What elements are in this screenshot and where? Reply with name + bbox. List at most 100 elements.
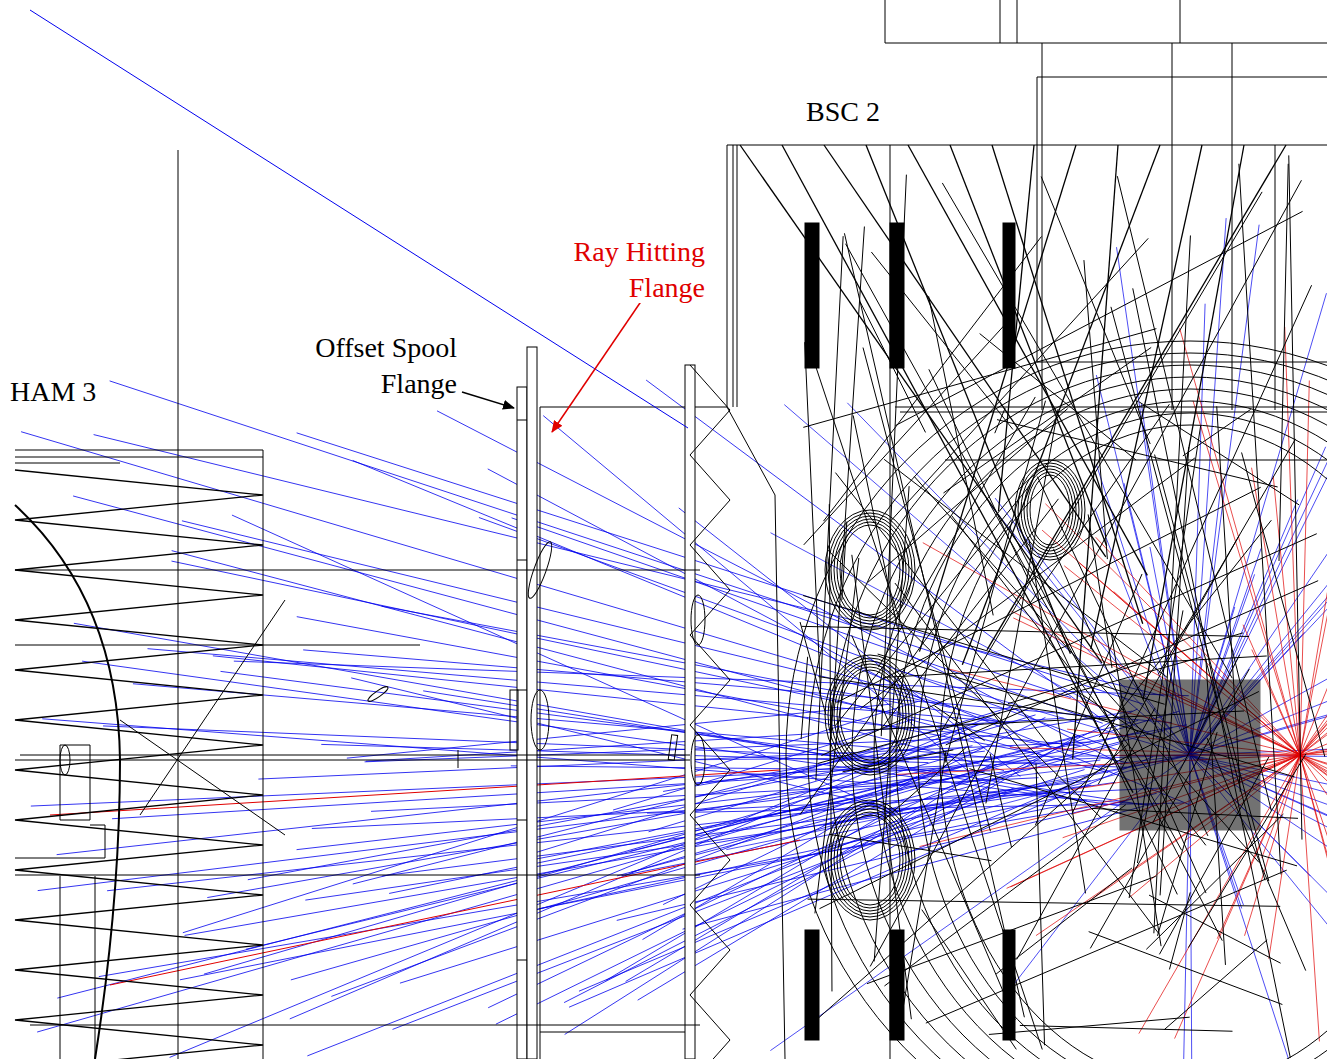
ray-line bbox=[782, 145, 1133, 793]
ray-line bbox=[1133, 288, 1291, 1057]
ray-line bbox=[800, 520, 1011, 815]
ray-line bbox=[908, 145, 1147, 575]
ray-line bbox=[1300, 368, 1327, 755]
ray-line bbox=[824, 145, 1106, 557]
ray-line bbox=[103, 726, 1127, 767]
ray-line bbox=[989, 1017, 1190, 1034]
ray-line bbox=[941, 192, 1262, 731]
ray-line bbox=[844, 233, 1024, 1017]
ray-line bbox=[1300, 506, 1327, 755]
optic-mount bbox=[825, 800, 915, 920]
part-label: HAM 3 bbox=[10, 374, 96, 410]
part-label: BSC 2 bbox=[806, 94, 880, 130]
label-text: BSC 2 bbox=[806, 96, 880, 127]
optic-mount bbox=[830, 365, 1327, 1059]
ray-line bbox=[800, 622, 826, 715]
ray-line bbox=[996, 868, 1132, 974]
ray-line bbox=[1300, 755, 1327, 820]
ray-line bbox=[990, 754, 1011, 848]
ray-line bbox=[479, 518, 1117, 750]
test-mass bbox=[1120, 680, 1260, 830]
ray-line bbox=[803, 595, 1165, 704]
ray-line bbox=[606, 810, 892, 981]
ray-line bbox=[643, 777, 917, 940]
ray-line bbox=[73, 496, 1108, 773]
ray-line bbox=[1300, 441, 1327, 755]
ray-line bbox=[94, 435, 1165, 697]
ray-line bbox=[1300, 755, 1327, 857]
ray-line bbox=[1279, 164, 1288, 561]
stray-ray bbox=[30, 10, 688, 428]
ray-line bbox=[1183, 409, 1251, 455]
ray-line bbox=[884, 805, 1125, 986]
ray-line bbox=[866, 145, 1070, 654]
ray-line bbox=[1300, 755, 1327, 930]
ray-line bbox=[1285, 327, 1300, 755]
ray-line bbox=[842, 522, 847, 600]
ray-line bbox=[962, 145, 1160, 665]
ray-line bbox=[829, 504, 832, 991]
ray-line bbox=[107, 781, 1091, 891]
ray-line bbox=[1084, 260, 1107, 559]
ray-line bbox=[400, 770, 1085, 984]
ray-line bbox=[824, 236, 1042, 521]
ray-line bbox=[679, 508, 1021, 777]
ray-line bbox=[801, 657, 808, 739]
ray-line bbox=[926, 870, 1287, 1023]
ray-line bbox=[1089, 932, 1283, 1005]
ray-line bbox=[835, 473, 1049, 747]
ray-line bbox=[852, 555, 912, 1019]
ray-fan bbox=[21, 218, 1327, 1059]
ray-line bbox=[922, 910, 1017, 1050]
optic-mount bbox=[837, 812, 903, 908]
ray-line bbox=[998, 145, 1034, 511]
ray-line bbox=[172, 551, 1004, 771]
ray-line bbox=[1111, 307, 1265, 880]
label-text: Offset Spool Flange bbox=[315, 332, 457, 399]
ray-line bbox=[805, 342, 821, 694]
ray-line bbox=[1300, 755, 1319, 1041]
ray-line bbox=[1149, 895, 1281, 963]
ray-line bbox=[185, 780, 1078, 935]
ray-line bbox=[569, 757, 1153, 1008]
ray-line bbox=[539, 798, 1058, 909]
suspension-structure bbox=[740, 145, 1327, 1059]
label-text: HAM 3 bbox=[10, 376, 96, 407]
ray-line bbox=[836, 487, 1260, 702]
ray-line bbox=[21, 432, 1005, 723]
ray-line bbox=[860, 458, 1195, 709]
optic-mount bbox=[831, 806, 909, 914]
ray-line bbox=[99, 806, 1098, 977]
ray-line bbox=[829, 834, 991, 860]
ray-line bbox=[631, 720, 1139, 851]
ray-line bbox=[860, 302, 925, 433]
ray-line bbox=[1139, 402, 1299, 505]
ray-line bbox=[818, 677, 1114, 721]
leader-arrow bbox=[552, 300, 642, 432]
optic-mount bbox=[852, 377, 1327, 1059]
ray-line bbox=[853, 415, 898, 629]
ray-line bbox=[992, 145, 1143, 624]
ray-line bbox=[1300, 467, 1327, 755]
ray-line bbox=[1289, 155, 1302, 839]
part-label: Offset Spool Flange bbox=[282, 330, 457, 402]
ray-line bbox=[1073, 145, 1118, 759]
ray-line bbox=[1269, 755, 1300, 959]
ray-line bbox=[986, 409, 1058, 803]
ray-line bbox=[207, 725, 1187, 898]
ray-line bbox=[1091, 145, 1202, 649]
ray-line bbox=[613, 719, 914, 810]
ray-line bbox=[393, 788, 1014, 1029]
ray-line bbox=[110, 381, 1071, 698]
ray-line bbox=[843, 750, 954, 772]
ray-line bbox=[890, 238, 1148, 521]
ray-line bbox=[50, 770, 780, 815]
optic-mount bbox=[786, 341, 1327, 1059]
ray-line bbox=[898, 752, 946, 1038]
ray-line bbox=[1300, 476, 1327, 755]
ray-line bbox=[522, 789, 904, 861]
ray-line bbox=[1164, 940, 1267, 1030]
ray-line bbox=[852, 635, 1016, 1020]
ray-line bbox=[804, 324, 1006, 545]
ray-line bbox=[1300, 429, 1327, 755]
